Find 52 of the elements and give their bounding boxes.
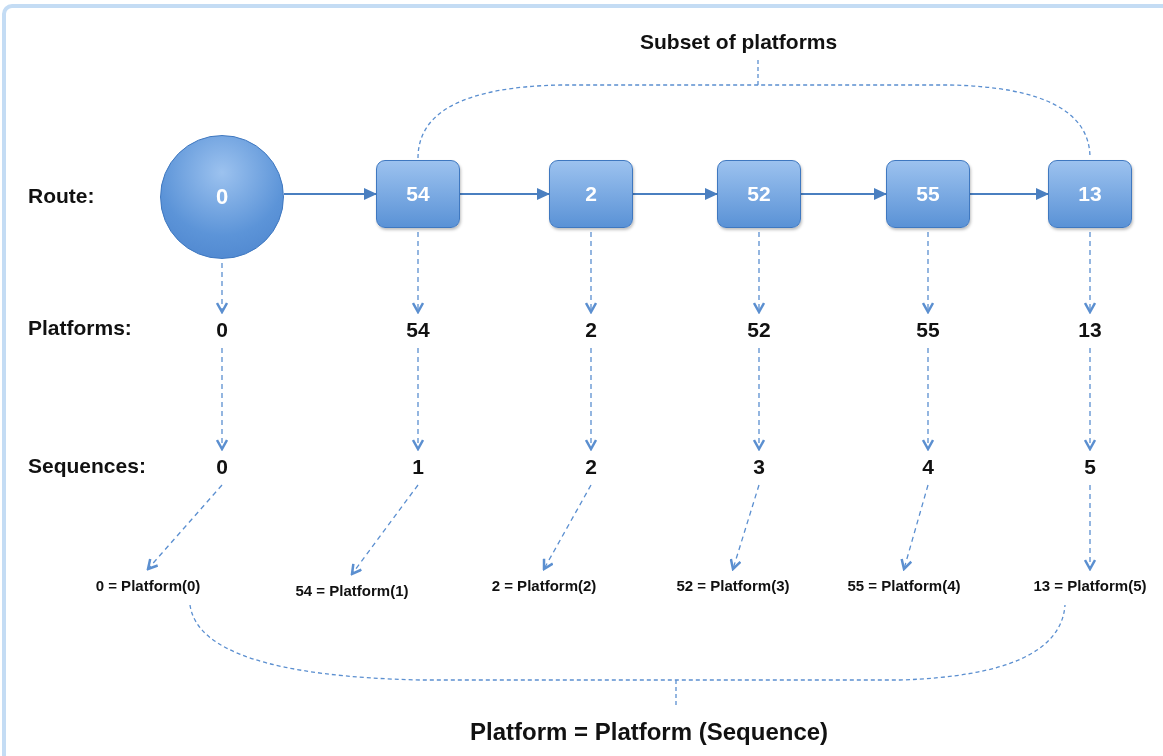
number-text: 4 — [904, 453, 952, 481]
route-box: 54 — [376, 160, 460, 228]
number-text: 54 — [394, 316, 442, 344]
formula-text: 2 = Platform(2) — [472, 573, 616, 597]
row-label: Platforms: — [28, 316, 132, 340]
arrow — [146, 484, 223, 571]
number-text: 0 — [198, 316, 246, 344]
arrow — [284, 188, 377, 200]
number-text: 5 — [1066, 453, 1114, 481]
row-label: Sequences: — [28, 454, 146, 478]
formula-text: 55 = Platform(4) — [832, 573, 976, 597]
row-label: Route: — [28, 184, 95, 208]
number-text: 2 — [567, 316, 615, 344]
bracket-label: Platform = Platform (Sequence) — [470, 718, 829, 746]
arrow — [900, 484, 929, 571]
number-text: 52 — [735, 316, 783, 344]
formula-text: 0 = Platform(0) — [76, 573, 220, 597]
arrow — [970, 188, 1049, 200]
arrow — [411, 231, 425, 314]
arrow — [584, 231, 598, 314]
arrow — [729, 484, 760, 571]
number-text: 2 — [567, 453, 615, 481]
arrow — [584, 347, 598, 451]
number-text: 1 — [394, 453, 442, 481]
arrow — [921, 231, 935, 314]
number-text: 3 — [735, 453, 783, 481]
route-box: 2 — [549, 160, 633, 228]
number-text: 55 — [904, 316, 952, 344]
route-box: 52 — [717, 160, 801, 228]
formula-text: 13 = Platform(5) — [1018, 573, 1162, 597]
arrow — [350, 484, 419, 576]
arrow — [752, 347, 766, 451]
arrow — [215, 262, 229, 314]
route-box: 13 — [1048, 160, 1132, 228]
route-box: 55 — [886, 160, 970, 228]
arrow — [752, 231, 766, 314]
arrow — [1083, 347, 1097, 451]
formula-text: 54 = Platform(1) — [280, 578, 424, 602]
bracket-label: Subset of platforms — [640, 30, 838, 54]
arrow — [801, 188, 887, 200]
formula-text: 52 = Platform(3) — [661, 573, 805, 597]
arrow — [1083, 231, 1097, 314]
route-circle: 0 — [160, 135, 284, 259]
arrow — [411, 347, 425, 451]
arrow — [633, 188, 718, 200]
arrow — [921, 347, 935, 451]
number-text: 13 — [1066, 316, 1114, 344]
arrow — [1083, 484, 1097, 571]
number-text: 0 — [198, 453, 246, 481]
arrow — [215, 347, 229, 451]
arrow — [542, 484, 592, 571]
arrow — [460, 188, 550, 200]
